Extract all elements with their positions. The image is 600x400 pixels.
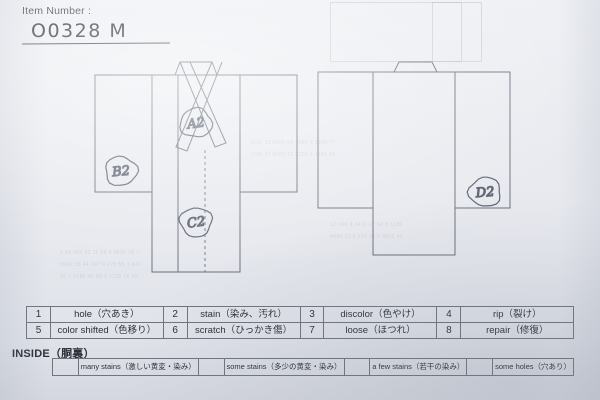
annotation-a2: A2 [179, 106, 214, 138]
table-row: many stains（激しい黄変・染み） some stains（多少の黄変・… [52, 358, 574, 376]
back-neck [393, 61, 438, 73]
legend-code: 6 [162, 322, 188, 339]
annotation-circle [178, 207, 214, 238]
inside-checkbox-2[interactable] [343, 358, 371, 376]
annotation-circle [105, 155, 140, 186]
header: Item Number : O0328 M [21, 5, 171, 45]
annotation-code: C2 [186, 214, 206, 231]
legend-code: 1 [26, 306, 51, 323]
front-right-sleeve [239, 74, 298, 193]
defect-legend-table: 1 hole（穴あき） 2 stain（染み、汚れ） 3 discolor（色や… [26, 306, 574, 339]
legend-code: 7 [299, 322, 325, 339]
inside-checkbox-1[interactable] [197, 358, 225, 376]
legend-desc: repair（修復） [460, 322, 574, 339]
annotation-b2: B2 [105, 155, 140, 186]
item-number-value: O0328 M [31, 20, 128, 42]
front-body-panel [151, 74, 241, 273]
inside-desc-2: a few stains（若干の染み） [369, 358, 468, 376]
bleed-through-column [432, 2, 462, 62]
annotation-code: B2 [111, 164, 131, 181]
legend-desc: color shifted（色移り） [49, 322, 164, 339]
front-collar-band-right [175, 61, 223, 152]
item-number-label: Item Number : [22, 5, 92, 17]
legend-code: 3 [299, 306, 325, 323]
annotation-d2: D2 [466, 176, 501, 207]
back-body-panel [372, 71, 456, 256]
legend-code: 2 [162, 306, 188, 323]
annotation-code: A2 [185, 115, 206, 132]
annotation-c2: C2 [178, 207, 214, 238]
legend-desc: rip（裂け） [460, 306, 574, 323]
table-row: 5 color shifted（色移り） 6 scratch（ひっかき傷） 7 … [26, 322, 574, 339]
legend-desc: scratch（ひっかき傷） [186, 322, 301, 339]
front-collar-band-left [179, 61, 227, 148]
legend-code: 5 [26, 322, 51, 339]
inside-condition-table: many stains（激しい黄変・染み） some stains（多少の黄変・… [52, 358, 574, 376]
annotation-circle [179, 106, 214, 138]
legend-body: 1 hole（穴あき） 2 stain（染み、汚れ） 3 discolor（色や… [26, 306, 574, 339]
legend-desc: hole（穴あき） [49, 306, 164, 323]
annotation-circle [466, 176, 501, 207]
inside-checkbox-0[interactable] [52, 358, 79, 376]
inside-checkbox-3[interactable] [466, 358, 494, 376]
legend-code: 4 [436, 306, 462, 323]
inside-desc-1: some stains（多少の黄変・染み） [223, 358, 345, 376]
legend-desc: loose（ほつれ） [323, 322, 438, 339]
inside-desc-0: many stains（激しい黄変・染み） [77, 358, 199, 376]
legend-desc: discolor（色やけ） [323, 306, 438, 323]
table-row: 1 hole（穴あき） 2 stain（染み、汚れ） 3 discolor（色や… [26, 306, 574, 323]
back-left-sleeve [317, 71, 374, 209]
inside-section-label: INSIDE（胴裏） [12, 348, 95, 360]
legend-code: 8 [436, 322, 462, 339]
legend-desc: stain（染み、汚れ） [186, 306, 301, 323]
front-neck [174, 61, 218, 76]
annotation-code: D2 [474, 185, 495, 202]
inside-desc-3: some holes（穴あり） [492, 358, 574, 376]
